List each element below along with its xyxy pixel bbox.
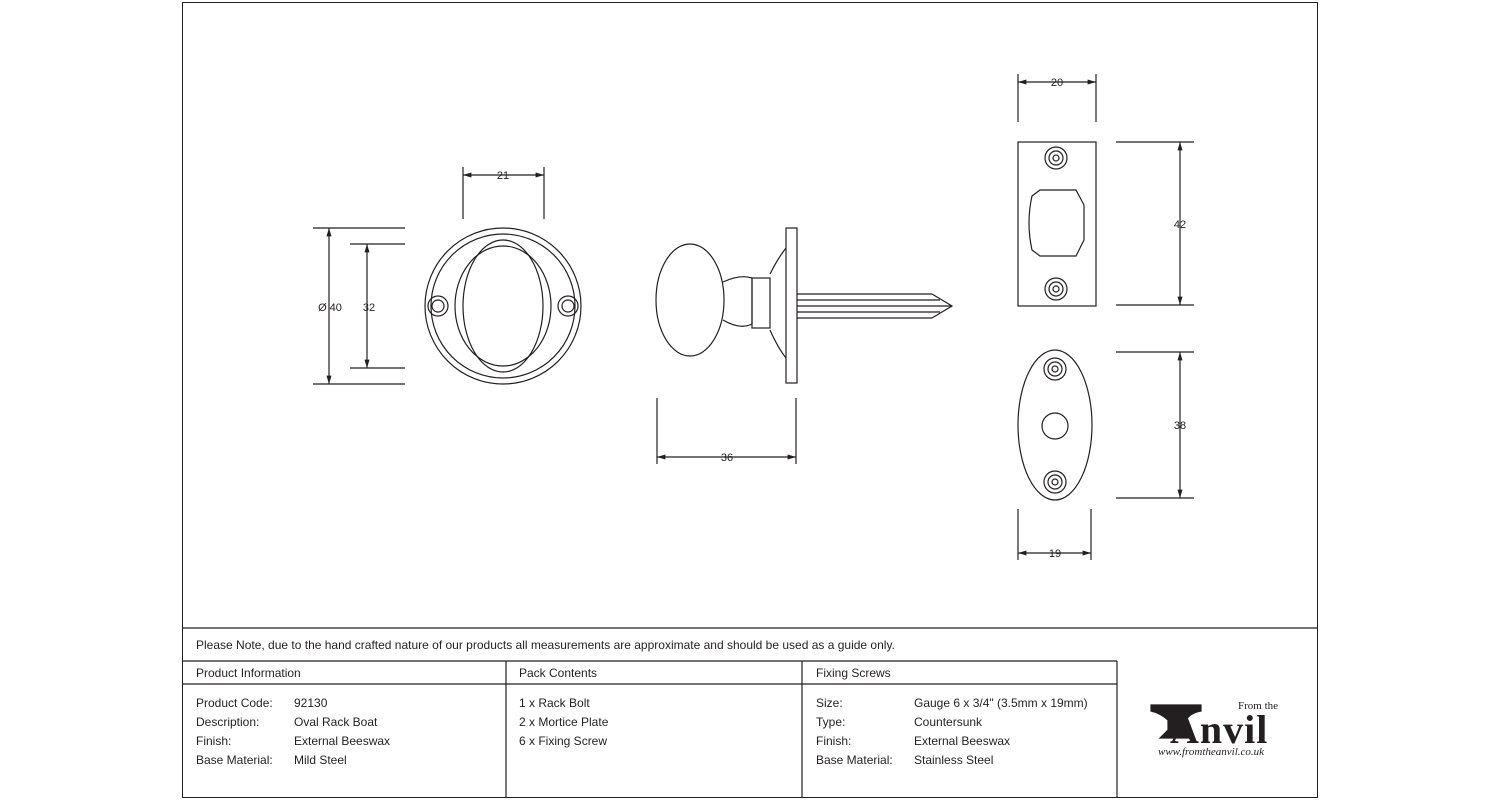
product-info-heading: Product Information (196, 666, 301, 680)
oval-mortice-plate (1017, 349, 1093, 501)
screw-size-value: Gauge 6 x 3/4" (3.5mm x 19mm) (914, 696, 1088, 710)
logo-from-the: From the (1238, 700, 1279, 712)
base-material-label: Base Material: (196, 753, 273, 767)
screw-type-value: Countersunk (914, 715, 983, 729)
dim-oval-width: 19 (1049, 548, 1061, 560)
measurement-note: Please Note, due to the hand crafted nat… (196, 638, 895, 652)
screw-type-label: Type: (816, 715, 846, 729)
description-value: Oval Rack Boat (294, 715, 378, 729)
rack-bolt-side-view (655, 227, 954, 384)
finish-value: External Beeswax (294, 734, 391, 748)
dim-rose-diameter: Ø 40 (318, 302, 342, 314)
dim-rose-width: 21 (497, 170, 509, 182)
pack-item: 2 x Mortice Plate (519, 715, 609, 729)
anvil-icon (1150, 704, 1202, 739)
dim-oval-height: 38 (1174, 420, 1186, 432)
product-code-value: 92130 (294, 696, 328, 710)
screw-finish-label: Finish: (816, 734, 852, 748)
dim-plate-height: 42 (1174, 219, 1186, 231)
pack-item: 6 x Fixing Screw (519, 734, 608, 748)
product-code-label: Product Code: (196, 696, 273, 710)
pack-item: 1 x Rack Bolt (519, 696, 590, 710)
dim-bolt-length: 36 (721, 452, 733, 464)
rose-front-view (424, 227, 582, 385)
logo-brand: Anvil (1170, 707, 1269, 752)
dim-rose-inner: 32 (363, 302, 375, 314)
screw-size-label: Size: (816, 696, 843, 710)
fixing-screws-heading: Fixing Screws (816, 666, 891, 680)
screw-finish-value: External Beeswax (914, 734, 1011, 748)
mortice-plate (1017, 141, 1097, 307)
logo-url: www.fromtheanvil.co.uk (1158, 746, 1265, 758)
finish-label: Finish: (196, 734, 232, 748)
screw-material-value: Stainless Steel (914, 753, 994, 767)
description-label: Description: (196, 715, 260, 729)
base-material-value: Mild Steel (294, 753, 347, 767)
dim-plate-width: 20 (1051, 77, 1063, 89)
drawing-sheet (182, 2, 1318, 798)
pack-contents-heading: Pack Contents (519, 666, 598, 680)
screw-material-label: Base Material: (816, 753, 893, 767)
